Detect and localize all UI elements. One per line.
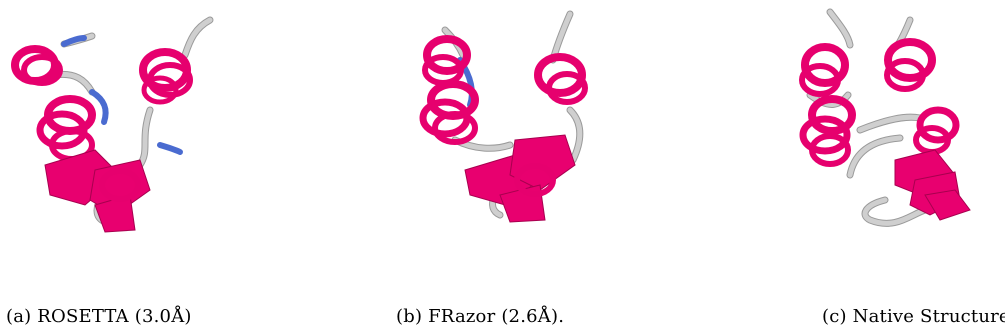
helix-2 [143,52,190,102]
native-structure-render [670,0,1005,260]
helix-1 [15,49,60,83]
rosetta-structure-render [0,0,335,260]
panel-rosetta: (a) ROSETTA (3.0Å) [0,0,335,335]
helix-3 [803,99,852,164]
caption-frazor: (b) FRazor (2.6Å). [396,306,564,327]
helix-1 [802,47,845,94]
frazor-structure-render [335,0,670,260]
caption-native: (c) Native Structure [822,306,1005,327]
sheet-cluster [895,150,970,220]
panel-frazor: (b) FRazor (2.6Å). [335,0,670,335]
helix-3 [423,84,475,142]
helix-3 [40,99,92,159]
helix-2 [538,57,585,102]
panel-native: (c) Native Structure [670,0,1005,335]
caption-rosetta: (a) ROSETTA (3.0Å) [6,306,192,327]
helix-2 [887,42,932,89]
helix-4 [916,110,956,152]
